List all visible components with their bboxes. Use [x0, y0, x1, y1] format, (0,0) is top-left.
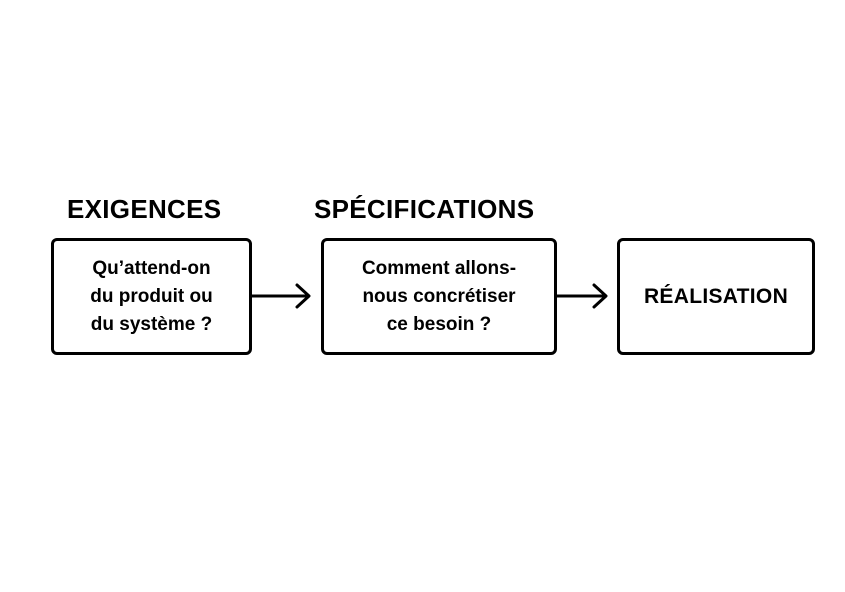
- specifications-box: Comment allons- nous concrétiser ce beso…: [321, 238, 557, 355]
- specifications-box-text: Comment allons- nous concrétiser ce beso…: [361, 257, 517, 335]
- realisation-box-text: RÉALISATION: [643, 284, 789, 308]
- arrow-right-icon: [252, 283, 311, 309]
- arrow-right-icon: [557, 283, 608, 309]
- exigences-box: Qu’attend-on du produit ou du système ?: [51, 238, 252, 355]
- heading-exigences: EXIGENCES: [67, 194, 222, 224]
- realisation-box: RÉALISATION: [617, 238, 815, 355]
- heading-specifications: SPÉCIFICATIONS: [314, 194, 535, 224]
- exigences-box-text: Qu’attend-on du produit ou du système ?: [90, 257, 213, 335]
